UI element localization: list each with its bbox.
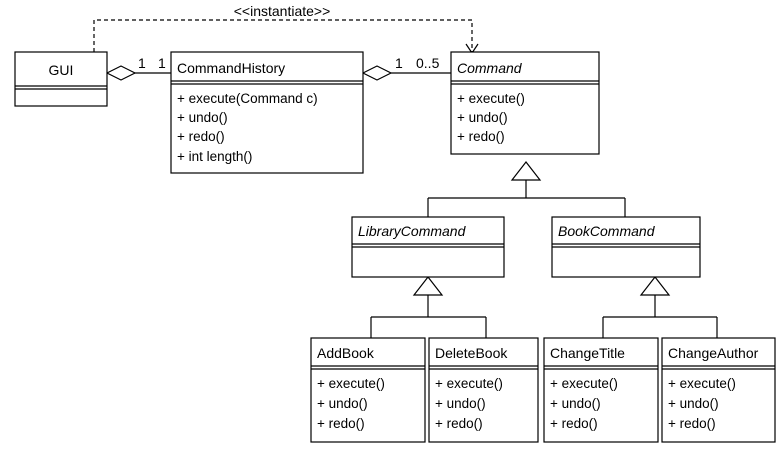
class-book-command: BookCommand [551, 216, 701, 278]
inheritance-triangle [412, 276, 444, 296]
class-name: LibraryCommand [358, 223, 467, 239]
inheritance-triangle [639, 276, 671, 296]
operation: + redo() [317, 416, 365, 431]
class-name: GUI [49, 62, 74, 78]
operation: + redo() [550, 416, 598, 431]
class-gui: GUI [14, 51, 108, 107]
class-command-history: CommandHistory + execute(Command c) + un… [170, 51, 364, 174]
class-library-command: LibraryCommand [351, 216, 505, 278]
class-name: ChangeTitle [550, 345, 625, 361]
multiplicity-gui: 1 [138, 55, 146, 71]
class-change-title: ChangeTitle + execute() + undo() + redo(… [543, 337, 659, 443]
class-command: Command + execute() + undo() + redo() [450, 51, 600, 155]
operation: + undo() [177, 110, 228, 125]
class-name: BookCommand [558, 223, 656, 239]
multiplicity-command: 0..5 [416, 55, 440, 71]
operation: + execute() [550, 376, 618, 391]
stereotype-label: <<instantiate>> [234, 3, 331, 19]
generalization-command [427, 161, 626, 217]
operation: + undo() [668, 396, 719, 411]
instantiate-dependency: <<instantiate>> [93, 3, 479, 55]
aggregation-diamond [105, 65, 137, 81]
operation: + execute(Command c) [177, 91, 318, 106]
class-name: DeleteBook [435, 345, 508, 361]
operation: + redo() [177, 129, 225, 144]
operation: + int length() [177, 149, 252, 164]
operation: + undo() [317, 396, 368, 411]
operation: + redo() [457, 129, 505, 144]
operation: + undo() [435, 396, 486, 411]
aggregation-gui-history: 1 1 [105, 55, 171, 81]
class-name: ChangeAuthor [668, 345, 759, 361]
generalization-book-command [602, 276, 718, 338]
operation: + execute() [317, 376, 385, 391]
class-name: CommandHistory [177, 60, 285, 76]
multiplicity-history-right: 1 [395, 55, 403, 71]
generalization-library-command [370, 276, 487, 338]
operation: + execute() [457, 91, 525, 106]
operation: + undo() [550, 396, 601, 411]
aggregation-diamond [361, 65, 393, 81]
operation: + execute() [435, 376, 503, 391]
class-delete-book: DeleteBook + execute() + undo() + redo() [428, 337, 539, 443]
multiplicity-history-left: 1 [158, 55, 166, 71]
class-change-author: ChangeAuthor + execute() + undo() + redo… [661, 337, 776, 443]
class-name: Command [457, 60, 523, 76]
operation: + execute() [668, 376, 736, 391]
operation: + undo() [457, 110, 508, 125]
class-name: AddBook [317, 345, 375, 361]
operation: + redo() [668, 416, 716, 431]
operation: + redo() [435, 416, 483, 431]
aggregation-history-command: 1 0..5 [361, 55, 451, 81]
inheritance-triangle [510, 161, 542, 181]
class-add-book: AddBook + execute() + undo() + redo() [310, 337, 426, 443]
